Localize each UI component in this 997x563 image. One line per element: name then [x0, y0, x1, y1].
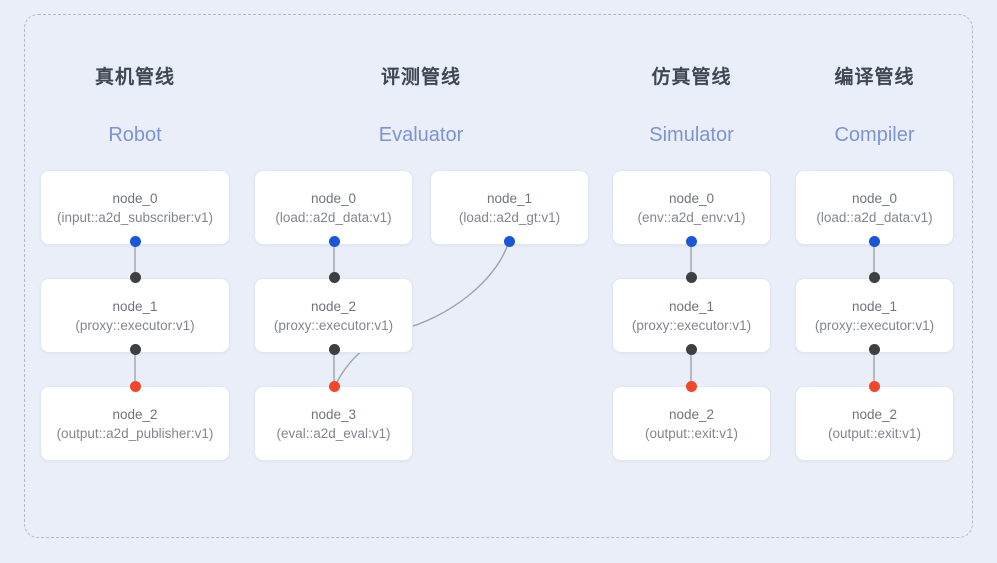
node-spec-label: (output::a2d_publisher:v1) [56, 425, 214, 441]
column-subtitle-compiler: Compiler [834, 124, 915, 146]
column-title-evaluator: 评测管线 [380, 67, 461, 88]
node-box-simulator-node_0[interactable]: node_0(env::a2d_env:v1) [612, 170, 771, 245]
node-box-evaluator-node_1[interactable]: node_1(load::a2d_gt:v1) [430, 170, 589, 245]
column-title-compiler: 编译管线 [834, 67, 915, 88]
node-name-label: node_2 [668, 406, 715, 422]
node-box-compiler-node_0[interactable]: node_0(load::a2d_data:v1) [795, 170, 954, 245]
column-title-simulator: 仿真管线 [651, 67, 732, 88]
node-spec-label: (load::a2d_data:v1) [275, 209, 392, 225]
node-name-label: node_1 [112, 298, 158, 314]
node-name-label: node_1 [851, 298, 898, 314]
node-spec-label: (load::a2d_gt:v1) [458, 209, 561, 225]
node-spec-label: (output::exit:v1) [644, 425, 739, 441]
node-box-robot-node_2[interactable]: node_2(output::a2d_publisher:v1) [40, 386, 230, 461]
node-spec-label: (env::a2d_env:v1) [637, 209, 746, 225]
node-spec-label: (output::exit:v1) [827, 425, 922, 441]
node-name-label: node_1 [668, 298, 715, 314]
node-box-compiler-node_1[interactable]: node_1(proxy::executor:v1) [795, 278, 954, 353]
node-spec-label: (proxy::executor:v1) [75, 317, 195, 333]
column-subtitle-simulator: Simulator [649, 124, 734, 146]
column-subtitle-robot: Robot [108, 124, 162, 146]
node-box-simulator-node_2[interactable]: node_2(output::exit:v1) [612, 386, 771, 461]
node-spec-label: (proxy::executor:v1) [631, 317, 752, 333]
node-name-label: node_0 [851, 190, 898, 206]
column-title-robot: 真机管线 [94, 67, 175, 88]
node-name-label: node_0 [310, 190, 357, 206]
node-box-simulator-node_1[interactable]: node_1(proxy::executor:v1) [612, 278, 771, 353]
node-box-robot-node_0[interactable]: node_0(input::a2d_subscriber:v1) [40, 170, 230, 245]
node-name-label: node_2 [112, 406, 158, 422]
node-name-label: node_1 [486, 190, 533, 206]
node-spec-label: (eval::a2d_eval:v1) [276, 425, 391, 441]
node-box-robot-node_1[interactable]: node_1(proxy::executor:v1) [40, 278, 230, 353]
node-name-label: node_3 [310, 406, 357, 422]
node-name-label: node_2 [310, 298, 357, 314]
node-spec-label: (load::a2d_data:v1) [816, 209, 933, 225]
node-spec-label: (input::a2d_subscriber:v1) [56, 209, 214, 225]
node-box-evaluator-node_3[interactable]: node_3(eval::a2d_eval:v1) [254, 386, 413, 461]
node-name-label: node_2 [851, 406, 898, 422]
node-box-evaluator-node_0[interactable]: node_0(load::a2d_data:v1) [254, 170, 413, 245]
node-spec-label: (proxy::executor:v1) [273, 317, 394, 333]
node-box-evaluator-node_2[interactable]: node_2(proxy::executor:v1) [254, 278, 413, 353]
node-box-compiler-node_2[interactable]: node_2(output::exit:v1) [795, 386, 954, 461]
node-name-label: node_0 [668, 190, 715, 206]
node-name-label: node_0 [112, 190, 158, 206]
column-subtitle-evaluator: Evaluator [378, 124, 464, 146]
node-spec-label: (proxy::executor:v1) [814, 317, 935, 333]
